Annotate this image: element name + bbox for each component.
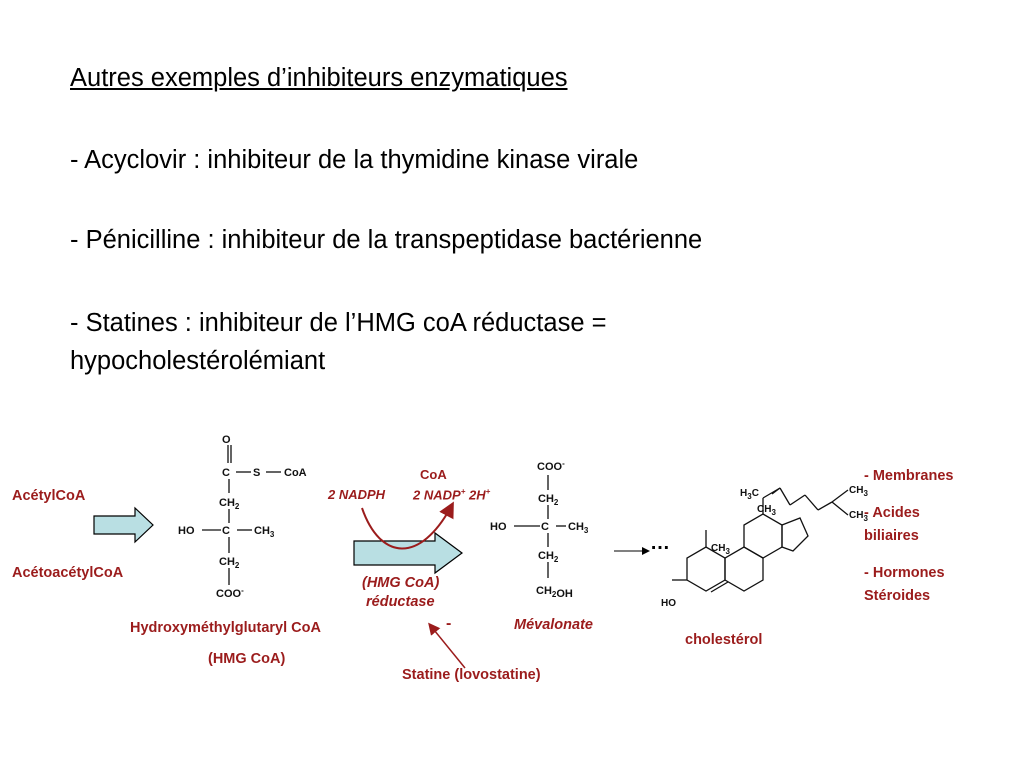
svg-text:C: C (541, 521, 549, 533)
label-cofactor-nadp: 2 NADP+ 2H+ (413, 487, 491, 503)
svg-text:C: C (222, 467, 230, 479)
bullet-acyclovir: - Acyclovir : inhibiteur de la thymidine… (70, 146, 639, 174)
label-enzyme-line2: réductase (366, 594, 435, 610)
label-cofactor-nadph: 2 NADPH (328, 487, 386, 502)
cofactor-curve-arrow (361, 501, 454, 550)
dest-steroides: Stéroides (864, 588, 931, 604)
label-inhibitor: Statine (lovostatine) (402, 667, 541, 683)
svg-text:CH3: CH3 (568, 521, 589, 535)
svg-text:CH2: CH2 (219, 497, 240, 511)
svg-text:CH3: CH3 (254, 525, 275, 539)
label-hmg-name: Hydroxyméthylglutaryl CoA (130, 620, 321, 636)
label-cofactor-coa: CoA (420, 467, 447, 482)
mevalonate-structure (514, 475, 566, 578)
label-mevalonate: Mévalonate (514, 617, 593, 633)
ellipsis: … (650, 532, 670, 554)
label-cholesterol: cholestérol (685, 632, 763, 648)
svg-text:CH2: CH2 (538, 493, 559, 507)
bullet-statines-continuation: hypocholestérolémiant (70, 347, 326, 375)
svg-text:COO-: COO- (216, 586, 244, 600)
svg-text:CH3: CH3 (711, 543, 730, 556)
svg-text:CH3: CH3 (757, 504, 776, 517)
svg-text:H3C: H3C (740, 488, 759, 501)
hmg-coa-structure (202, 445, 281, 585)
label-enzyme-line1: (HMG CoA) (362, 575, 440, 591)
block-arrow-2 (353, 531, 464, 575)
inhibition-sign: - (446, 615, 452, 632)
dest-membranes: - Membranes (864, 468, 954, 484)
dest-acides: - Acides (864, 505, 920, 521)
dest-hormones: - Hormones (864, 565, 945, 581)
svg-text:CH3: CH3 (849, 485, 868, 498)
svg-text:CH2: CH2 (219, 556, 240, 570)
svg-text:HO: HO (661, 598, 676, 609)
svg-text:CoA: CoA (284, 467, 307, 479)
svg-text:HO: HO (490, 521, 507, 533)
svg-text:O: O (222, 434, 231, 446)
svg-text:C: C (222, 525, 230, 537)
bullet-penicilline: - Pénicilline : inhibiteur de la transpe… (70, 226, 703, 254)
label-acetylcoa: AcétylCoA (12, 488, 86, 504)
label-hmg-abbrev: (HMG CoA) (208, 651, 286, 667)
inhibitor-arrow (428, 622, 466, 669)
svg-text:S: S (253, 467, 260, 479)
slide-title: Autres exemples d’inhibiteurs enzymatiqu… (70, 64, 568, 92)
svg-text:CH3: CH3 (849, 510, 868, 523)
svg-text:CH2OH: CH2OH (536, 585, 573, 600)
svg-text:HO: HO (178, 525, 195, 537)
dest-biliaires: biliaires (864, 528, 919, 544)
block-arrow-1 (93, 506, 154, 544)
cholesterol-structure (672, 487, 849, 593)
label-acetoacetylcoa: AcétoacétylCoA (12, 565, 124, 581)
svg-text:COO-: COO- (537, 459, 565, 473)
svg-text:CH2: CH2 (538, 550, 559, 564)
bullet-statines: - Statines : inhibiteur de l’HMG coA réd… (70, 309, 607, 337)
